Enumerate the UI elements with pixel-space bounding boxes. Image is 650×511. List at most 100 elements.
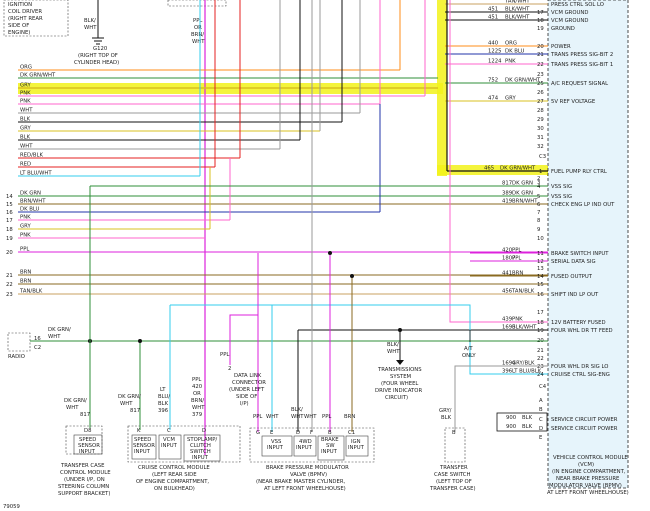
- bpmv-box-2-0: BRAKE: [321, 437, 339, 443]
- left-wire-label-11: RED: [20, 162, 31, 168]
- bpmv-w2b: WHT: [291, 414, 304, 420]
- vcm-mid-wire-22: [170, 304, 548, 375]
- vcm-label-1: VEHICLE CONTROL MODULE: [553, 455, 628, 461]
- cruise-box-stoplamp: [183, 434, 221, 462]
- bpmv-box: [249, 427, 375, 463]
- left-wire-label-8: BLK: [20, 135, 31, 141]
- cruise-c-pin: C: [167, 428, 171, 434]
- vcm-mid-pin-1: 3: [537, 180, 540, 186]
- cruise-box-speed: [131, 434, 157, 460]
- cruise-k-pin: K: [137, 428, 141, 434]
- bpmv-box-ign: [345, 435, 369, 457]
- trans-label-4: DRIVE INDICATOR: [375, 388, 422, 394]
- g120-id: G120: [93, 46, 108, 52]
- cruise-d-pin: D: [202, 428, 206, 434]
- bpmv-pin-e: E: [270, 430, 274, 436]
- radio-wire-label-2: WHT: [48, 334, 61, 340]
- vcm-mid-pin-15: 17: [537, 310, 544, 316]
- top-conn-box: [167, 0, 227, 7]
- vcm-mid-func-22: CRUISE CTRL SIG-ENG: [551, 372, 610, 378]
- vcm-upper-circ-1: 451: [488, 7, 498, 13]
- top-ppl-4: WHT: [192, 39, 205, 45]
- fuel-pump-horiz-highlight: [437, 165, 547, 175]
- tccm-box-3: INPUT: [79, 449, 96, 455]
- left-wire-pin-16: 17: [6, 218, 13, 224]
- vcm-upper-func-6: TRANS PRESS SIG-BIT 1: [550, 62, 613, 68]
- g120-loc-1: (RIGHT TOP OF: [78, 53, 118, 59]
- bpmv-label-2: VALVE (BPMV): [290, 472, 327, 478]
- radio-wire-label-1: DK GRN/: [48, 327, 71, 333]
- ignition-line-1: IGNITION: [8, 2, 32, 8]
- vcm-mid-color-14: TAN/BLK: [511, 289, 535, 295]
- cruise-box-0-1: SENSOR: [133, 443, 155, 449]
- vcm-mid-pin-19: 21: [537, 348, 544, 354]
- left-wire-label-17: GRY: [20, 224, 31, 230]
- vcm-mid-func-14: SHIFT IND LP OUT: [551, 292, 599, 298]
- left-wire-pin-20: 21: [6, 273, 13, 279]
- vcm-bottom-circ-2: 900: [506, 415, 517, 421]
- left-wire-label-0: ORG: [20, 65, 32, 71]
- trans-wire-2: WHT: [387, 349, 400, 355]
- vcm-mid-pin-5: 7: [537, 210, 540, 216]
- cruise-box-0-2: INPUT: [134, 449, 151, 455]
- vcm-mid-wire-16: [449, 0, 548, 323]
- bpmv-box-2-2: INPUT: [321, 449, 338, 455]
- c4-bracket: [496, 412, 548, 432]
- tcs-wire-1: GRY/: [439, 408, 452, 414]
- bpmv-box-3-1: INPUT: [348, 445, 365, 451]
- tcs-box: [444, 427, 466, 463]
- dlc-pin: 2: [228, 366, 231, 372]
- left-wire-label-5: WHT: [20, 108, 33, 114]
- cruise-box-2-0: STOPLAMP/: [187, 437, 217, 443]
- left-wire-pin-14: 15: [6, 202, 13, 208]
- cruise-label-2: (LEFT REAR SIDE: [152, 472, 197, 478]
- vcm-bottom-pin-3: D: [539, 426, 543, 432]
- vcm-bottom-pin-0: A: [539, 398, 543, 404]
- ignition-line-3: (RIGHT REAR: [8, 16, 43, 22]
- vcm-mid-pin-8: 10: [537, 236, 544, 242]
- vcm-upper-func-8: A/C REQUEST SIGNAL: [551, 81, 608, 87]
- dlc-label-1: DATA LINK: [234, 373, 262, 379]
- vcm-mid-circ-10: 1807: [502, 256, 515, 262]
- vcm-module-box: [547, 0, 629, 489]
- dlc-label-5: I/P): [240, 401, 249, 407]
- vcm-mid-func-3: VSS SIG: [551, 194, 572, 200]
- vcm-upper-pin-13: 30: [537, 126, 544, 132]
- vcm-bottom-pin-4: E: [539, 435, 543, 441]
- vcm-upper-pin-14: 31: [537, 135, 544, 141]
- cruise-c-4: 396: [158, 408, 169, 414]
- vcm-mid-circ-22: 396: [502, 369, 513, 375]
- bpmv-box-2-1: SW: [326, 443, 335, 449]
- radio-label: RADIO: [8, 354, 25, 360]
- left-wire-label-16: PNK: [20, 215, 31, 221]
- cruise-d-6: 379: [192, 412, 202, 418]
- tccm-input-box: [73, 434, 103, 455]
- cruise-box-0-0: SPEED: [134, 437, 151, 443]
- tccm-label-2: CONTROL MODULE: [60, 470, 111, 476]
- c3-label: C3: [539, 154, 546, 160]
- bpmv-box-brake: [317, 435, 345, 461]
- at-note-1: A/T: [464, 346, 473, 352]
- left-wire-label-18: PNK: [20, 233, 31, 239]
- bpmv-w3: WHT: [304, 414, 317, 420]
- bpmv-box-1-0: 4WD: [299, 439, 312, 445]
- left-wire-label-3: PNK: [20, 91, 31, 97]
- dlc-label-3: (UNDER LEFT: [229, 387, 265, 393]
- vcm-mid-pin-20: 22: [537, 356, 544, 362]
- bpmv-box-vss: [261, 435, 293, 457]
- tccm-label-4: STEERING COLUMN: [58, 484, 109, 490]
- wire-group: [18, 0, 548, 375]
- vcm-mid-pin-3: 5: [537, 194, 540, 200]
- left-wire-label-19: PPL: [20, 247, 29, 253]
- left-wire-label-13: DK GRN: [20, 191, 41, 197]
- vcm-mid-pin-21: 23: [537, 364, 544, 370]
- vcm-upper-color-10: GRY: [505, 96, 516, 102]
- left-wire-pin-21: 22: [6, 282, 13, 288]
- left-wire-pin-18: 19: [6, 236, 13, 242]
- tcs-wire: [454, 365, 548, 432]
- vcm-bottom-circ-3: 900: [506, 424, 517, 430]
- vcm-upper-pin-7: 23: [537, 72, 544, 78]
- tccm-wire-3: 817: [80, 412, 90, 418]
- fuel-pump-pin: 1: [539, 169, 542, 175]
